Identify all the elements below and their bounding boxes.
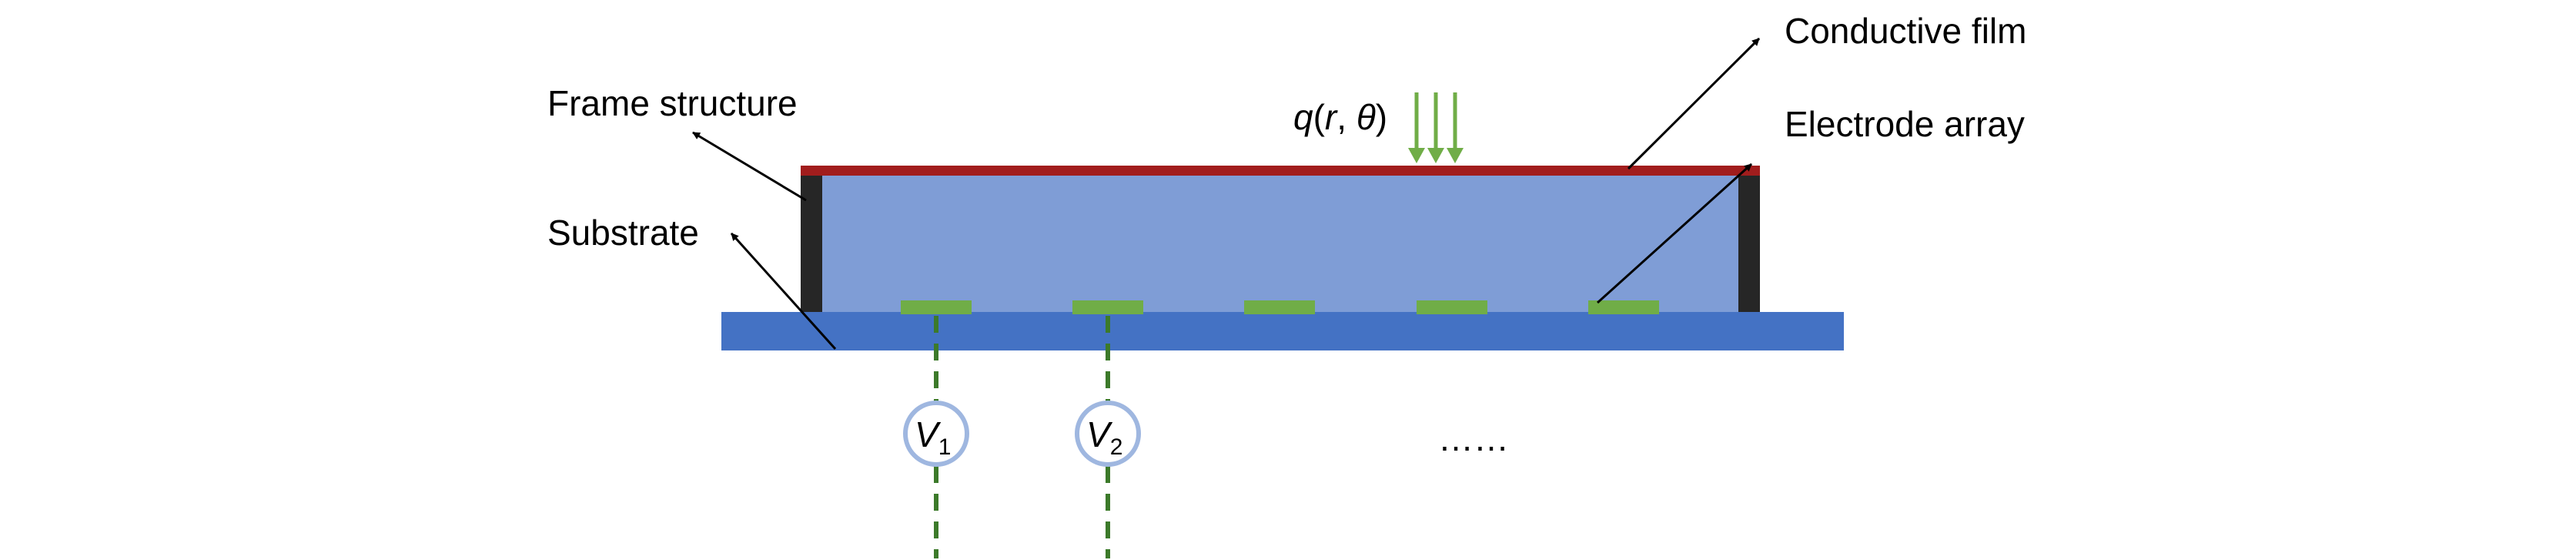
substrate-layer <box>721 312 1844 350</box>
load-arrows <box>1408 92 1464 163</box>
load-close-paren: ) <box>1376 97 1387 137</box>
conductive-film-layer <box>801 166 1760 176</box>
electrode-5 <box>1588 300 1659 314</box>
electrode-4 <box>1417 300 1487 314</box>
load-r: r <box>1325 97 1338 137</box>
leader-conductive-film <box>1627 37 1761 170</box>
voltmeter-1: V1 <box>903 401 969 467</box>
svg-text:V2: V2 <box>1086 414 1122 460</box>
label-conductive-film: Conductive film <box>1785 11 2026 51</box>
voltmeter-2-subscript: 2 <box>1110 434 1123 460</box>
ellipsis-text: …… <box>1438 418 1509 458</box>
label-substrate: Substrate <box>547 213 699 253</box>
electrode-1 <box>901 300 972 314</box>
voltmeter-2-symbol: V <box>1086 414 1113 454</box>
electrode-3 <box>1244 300 1315 314</box>
leader-electrode-array <box>1596 163 1753 304</box>
cavity-region <box>812 172 1740 312</box>
label-electrode-array: Electrode array <box>1785 104 2025 144</box>
frame-wall-left <box>801 172 822 312</box>
load-theta: θ <box>1357 97 1376 137</box>
leader-frame-structure <box>692 131 807 202</box>
voltmeter-1-symbol: V <box>915 414 942 454</box>
svg-text:V1: V1 <box>915 414 951 460</box>
load-comma: , <box>1337 97 1357 137</box>
load-open-paren: ( <box>1313 97 1326 137</box>
load-label: q(r, θ) <box>1293 97 1387 137</box>
electrode-2 <box>1072 300 1143 314</box>
leader-substrate <box>730 232 837 350</box>
voltmeter-2: V2 <box>1075 401 1141 467</box>
voltmeter-1-subscript: 1 <box>938 434 952 460</box>
frame-wall-right <box>1738 172 1760 312</box>
label-frame-structure: Frame structure <box>547 83 798 123</box>
load-q: q <box>1293 97 1313 137</box>
